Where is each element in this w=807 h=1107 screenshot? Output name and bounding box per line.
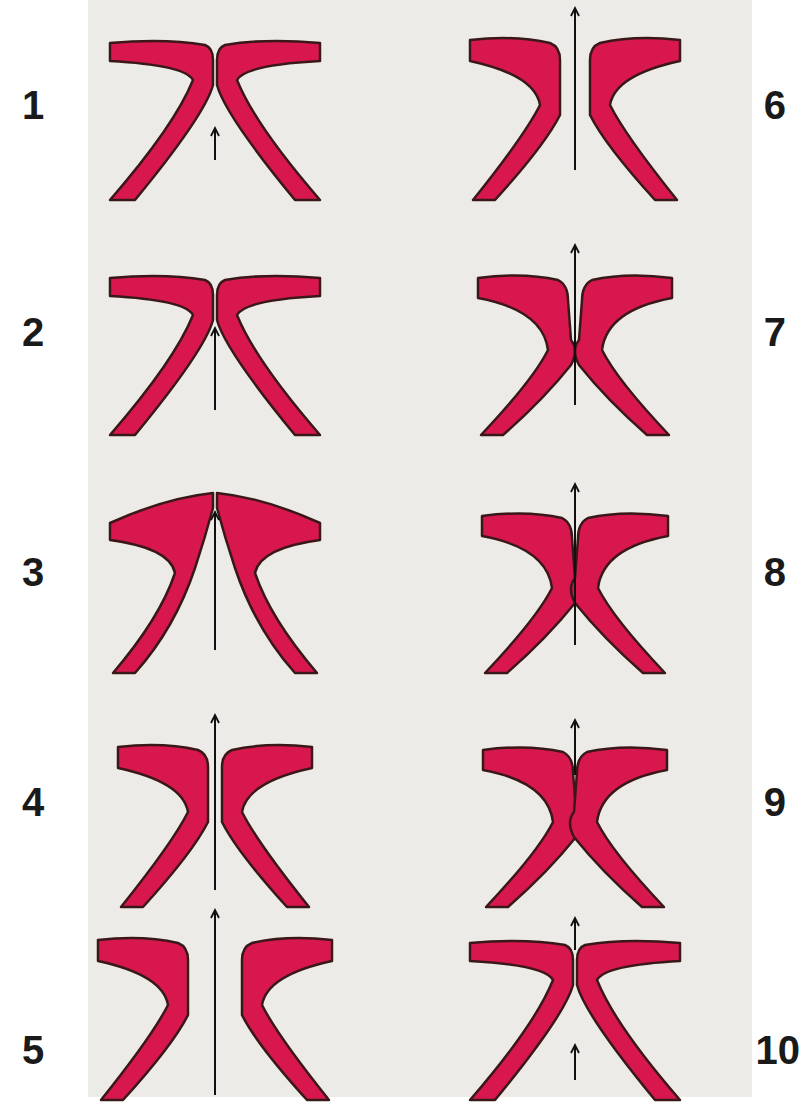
panel-number: 1: [22, 85, 44, 125]
panel-number: 8: [764, 552, 786, 592]
panel-number: 9: [764, 782, 786, 822]
panel-number: 7: [764, 312, 786, 352]
panel-number: 3: [22, 552, 44, 592]
panel-number: 10: [756, 1030, 801, 1070]
panel-number: 6: [764, 85, 786, 125]
panel-number: 4: [22, 782, 44, 822]
panel-number: 5: [22, 1030, 44, 1070]
panel-number: 2: [22, 312, 44, 352]
